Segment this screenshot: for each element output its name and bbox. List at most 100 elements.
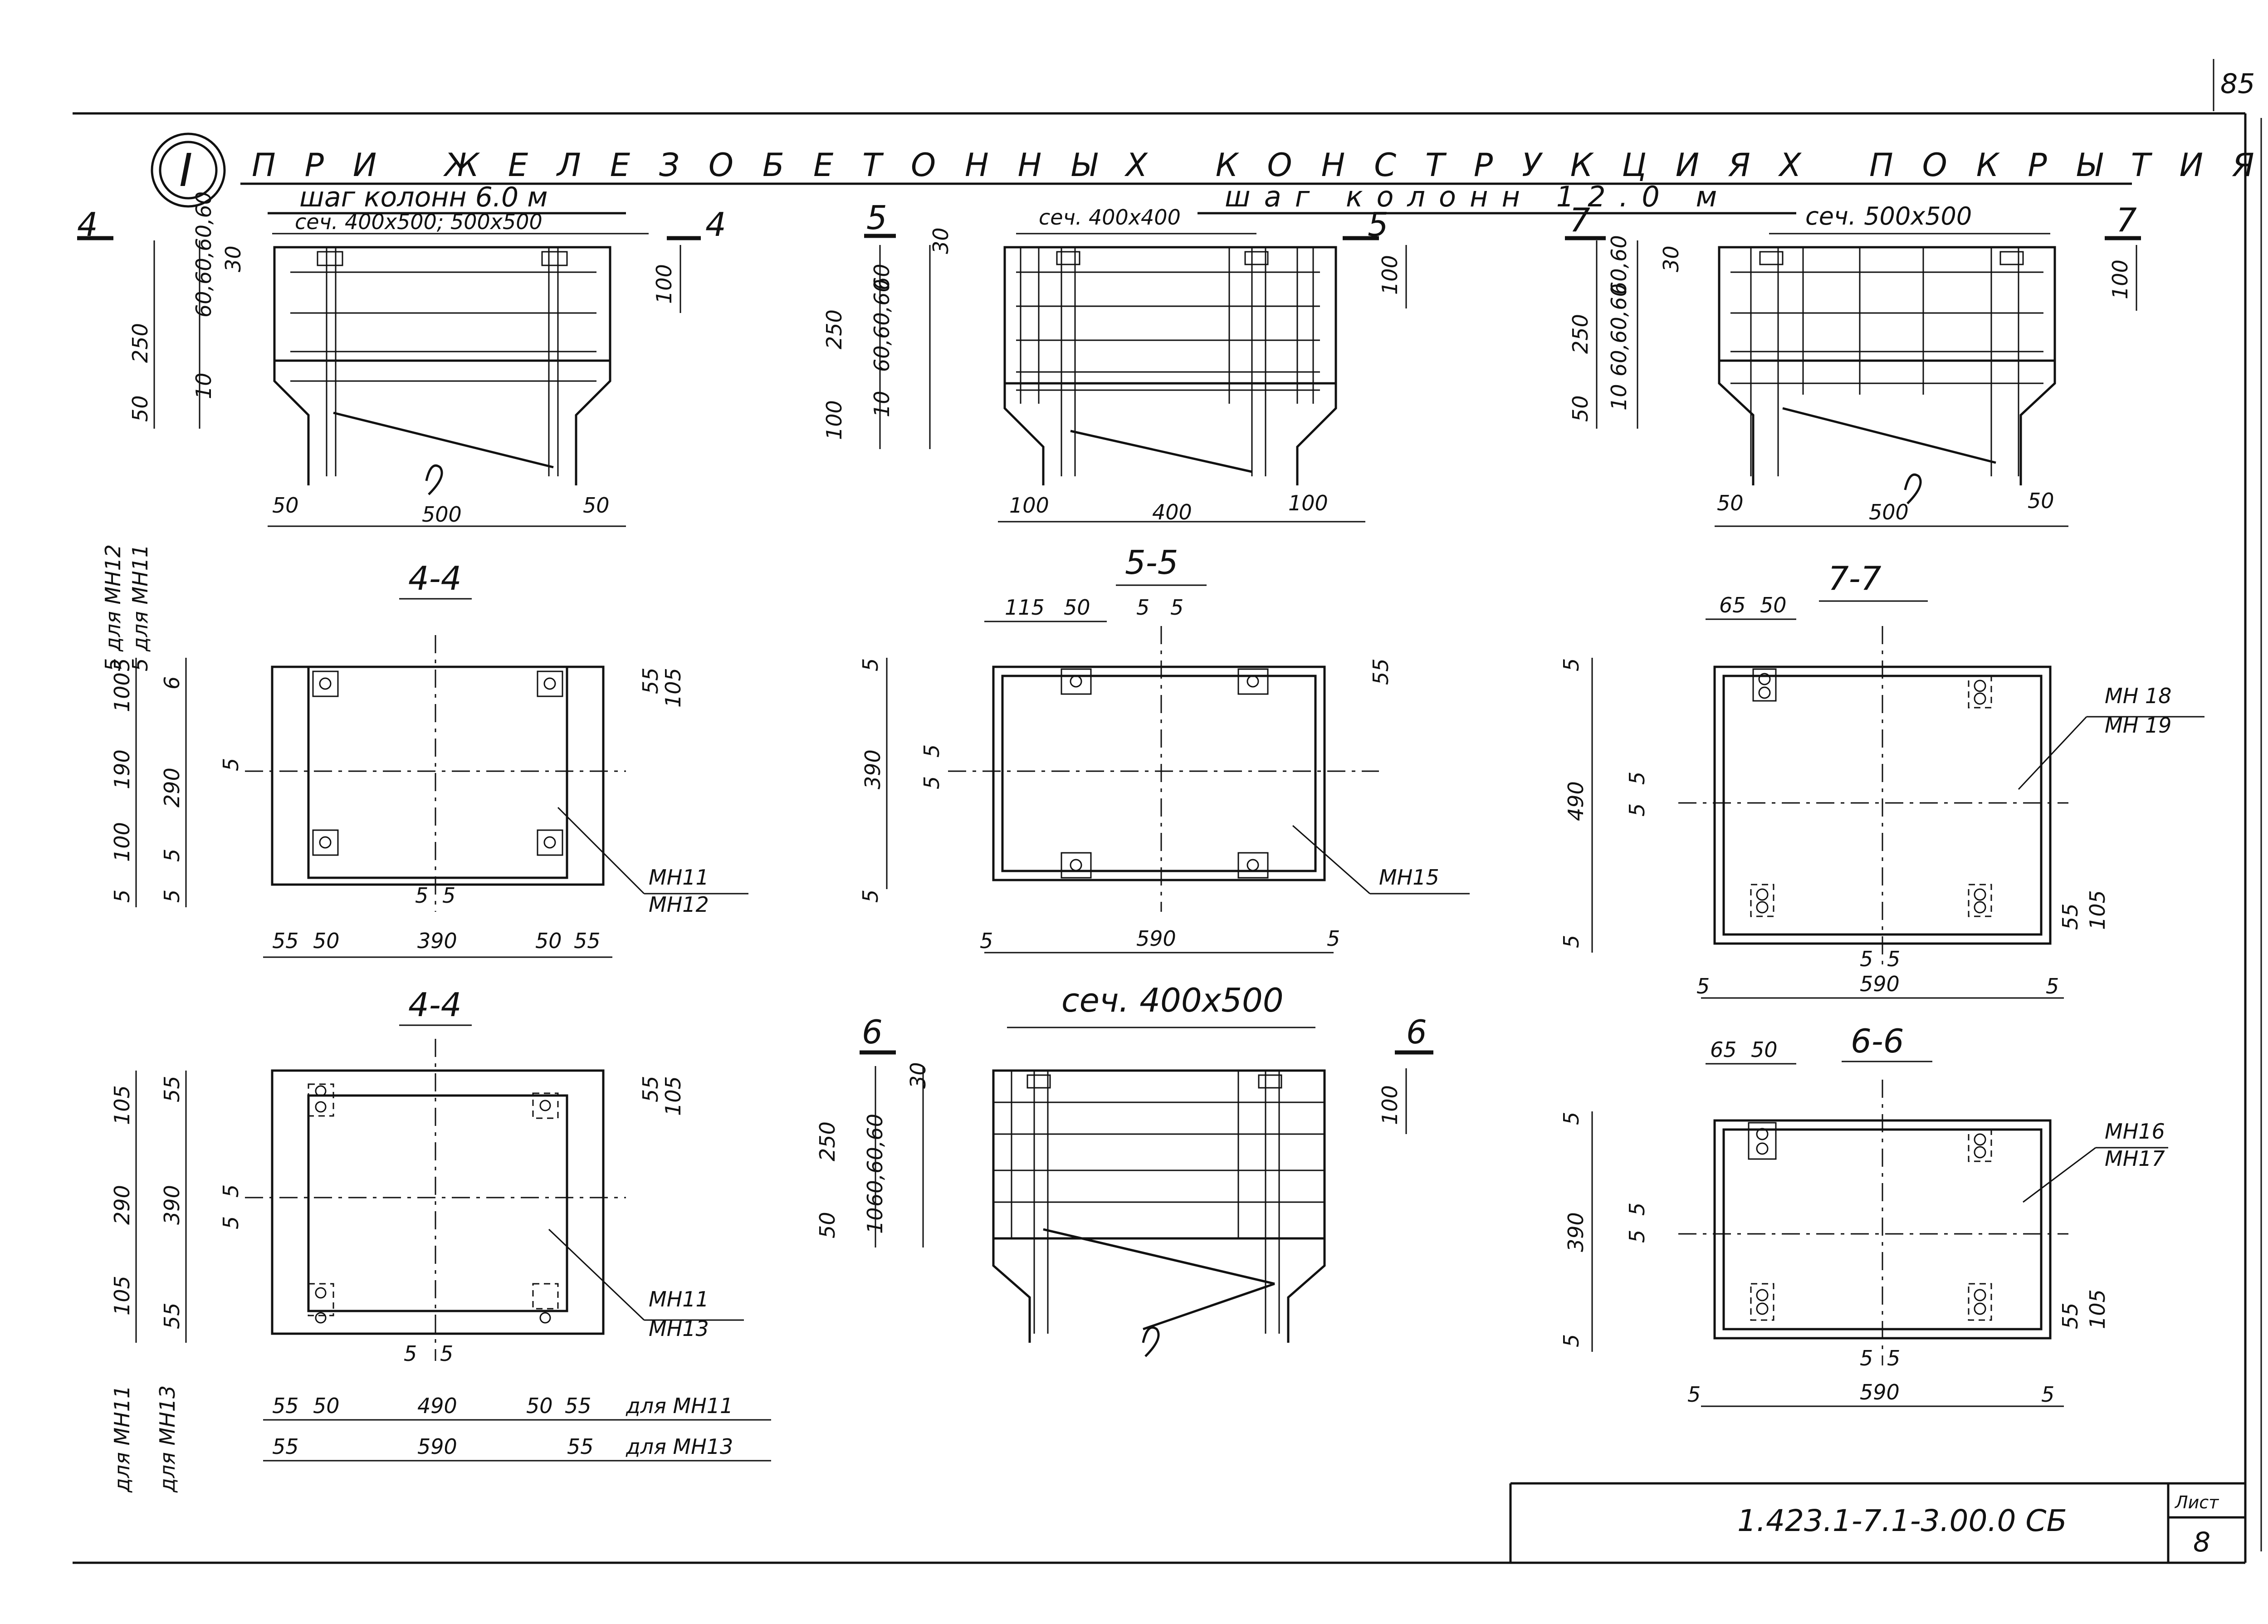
elev-5-dim-250: 250 xyxy=(822,309,846,349)
plan-4-4a-d5x: 5 xyxy=(160,849,184,862)
plan-4-4a-d6: 6 xyxy=(160,676,184,690)
plan-4-4b-c5b: 5 xyxy=(440,1341,453,1366)
plan-4-4b-w50a: 50 xyxy=(313,1394,340,1418)
elev-4-dim-50: 50 xyxy=(128,395,152,422)
elev-5-dim-60-bot: 60,60,60 xyxy=(870,279,894,372)
elev-4-dim-60-top: 60,60,60,60 xyxy=(191,191,216,318)
plan-6-6-w5r: 5 xyxy=(2041,1382,2054,1407)
elev-4-mark-r: 4 xyxy=(705,205,726,244)
elev-7-dim-100: 100 xyxy=(2108,259,2132,299)
plan-5-5-mark: МН15 xyxy=(1379,865,1439,890)
plan-7-7-d5b: 5 xyxy=(1559,935,1584,948)
plan-7-7-title: 7-7 xyxy=(1828,559,1882,597)
plan-7-7-w5a: 5 xyxy=(1860,947,1873,971)
plan-4-4b-w55c: 55 xyxy=(272,1434,299,1459)
plan-4-4a-d100b: 100 xyxy=(110,822,134,862)
plan-4-4b-r55: 55 xyxy=(638,1076,663,1102)
elev-6-dim-10: 10 xyxy=(863,1207,887,1234)
plan-7-7-w5l: 5 xyxy=(1696,974,1710,998)
plan-4-4b-d55a: 55 xyxy=(160,1076,184,1102)
plan-7-7-d5m: 5 xyxy=(1625,772,1649,785)
plan-4-4a-left-label-2: 5 для МН11 xyxy=(128,544,152,671)
elev-6-section: сеч. 400x500 xyxy=(1061,981,1284,1019)
elevation-4 xyxy=(273,246,611,495)
plan-6-6-w65: 65 xyxy=(1710,1037,1737,1062)
plan-4-4b-left-label-1: для МН11 xyxy=(110,1385,134,1493)
elev-6-dim-50: 50 xyxy=(815,1212,840,1238)
page-number: 85 xyxy=(2220,68,2255,100)
title-block-sheet-no: 8 xyxy=(2193,1526,2210,1558)
elev-4-dim-250: 250 xyxy=(128,323,152,363)
elev-4-w50l: 50 xyxy=(272,493,299,518)
plan-4-4a-d5l: 5 xyxy=(219,758,243,771)
elev-5-w100r: 100 xyxy=(1288,491,1328,515)
plan-4-4b-d55b: 55 xyxy=(160,1302,184,1329)
plan-7-7-w50: 50 xyxy=(1760,593,1787,617)
elev-7-dim-250: 250 xyxy=(1568,314,1593,354)
plan-5-5-w590: 590 xyxy=(1136,926,1176,951)
plan-7-7-w5r: 5 xyxy=(2046,974,2059,998)
elev-7-mark-r: 7 xyxy=(2116,201,2137,239)
plan-4-4a-w50b: 50 xyxy=(535,929,562,953)
plan-4-4a-mark-2: МН12 xyxy=(649,892,709,917)
plan-4-4b-mark-1: МН11 xyxy=(649,1287,709,1311)
elev-5-dim-10: 10 xyxy=(870,391,894,417)
plan-7-7-d5t: 5 xyxy=(1559,658,1584,671)
plan-5-5-d390: 390 xyxy=(860,749,885,789)
plan-6-6-d5m2: 5 xyxy=(1625,1230,1649,1243)
plan-4-4a-mark-1: МН11 xyxy=(649,865,709,890)
elev-7-dim-60-top: 60,60 xyxy=(1607,235,1631,295)
elev-4-section: сеч. 400x500; 500x500 xyxy=(295,210,543,234)
plan-7-7-d55: 55 xyxy=(2058,903,2082,930)
elev-6-mark-l: 6 xyxy=(862,1013,883,1051)
plan-6-6-d5m: 5 xyxy=(1625,1203,1649,1216)
elev-5-dim-100v: 100 xyxy=(822,400,846,440)
plan-6-6-d5t: 5 xyxy=(1559,1112,1584,1125)
plan-4-4b-mark-2: МН13 xyxy=(649,1316,709,1341)
plan-7-7-mark-1: МН 18 xyxy=(2105,684,2171,708)
plan-4-4a-d105: 105 xyxy=(661,668,685,708)
plan-6-6-w590: 590 xyxy=(1860,1380,1900,1404)
plan-4-4b-w55a: 55 xyxy=(272,1394,299,1418)
plan-5-5-w5l: 5 xyxy=(980,929,993,953)
elev-7-w50l: 50 xyxy=(1717,491,1744,515)
plan-7-7-d490: 490 xyxy=(1564,781,1588,821)
plan-5-5-d5m: 5 xyxy=(919,744,944,758)
elev-4-dim-30: 30 xyxy=(221,245,245,272)
plan-4-4a-title: 4-4 xyxy=(408,559,462,597)
plan-4-4b xyxy=(245,1039,744,1361)
plan-4-4b-d290: 290 xyxy=(110,1185,134,1225)
plan-4-4b-w55b: 55 xyxy=(565,1394,591,1418)
elev-7-dim-50: 50 xyxy=(1568,395,1593,422)
plan-7-7-w65: 65 xyxy=(1719,593,1746,617)
elev-4-w500: 500 xyxy=(422,502,462,527)
elev-6-dim-60: 60,60,60 xyxy=(863,1114,887,1207)
plan-4-4b-d105a: 105 xyxy=(110,1085,134,1125)
plan-6-6-d5b: 5 xyxy=(1559,1334,1584,1347)
plan-4-4b-row-label-1: для МН11 xyxy=(626,1394,733,1418)
plan-5-5 xyxy=(948,626,1470,912)
plan-4-4a-d5b: 5 xyxy=(110,890,134,903)
elevation-7 xyxy=(1718,246,2056,504)
plan-5-5-w115: 115 xyxy=(1005,595,1045,620)
plan-4-4a-d100a: 100 xyxy=(110,672,134,712)
plan-4-4a-d5z: 5 xyxy=(442,883,455,908)
plan-7-7-w5b: 5 xyxy=(1887,947,1900,971)
plan-6-6-title: 6-6 xyxy=(1851,1022,1904,1060)
elev-4-dim-100: 100 xyxy=(652,264,676,304)
plan-7-7-mark-2: МН 19 xyxy=(2105,713,2171,738)
elev-7-w500: 500 xyxy=(1869,500,1909,524)
plan-5-5-w5b: 5 xyxy=(1170,595,1183,620)
elev-5-w400: 400 xyxy=(1152,500,1192,524)
elev-7-dim-60-bot: 60,60,60 xyxy=(1607,284,1631,377)
section-mark: I xyxy=(179,144,193,197)
plan-4-4b-d105b: 105 xyxy=(110,1276,134,1316)
plan-4-4a-w50a: 50 xyxy=(313,929,340,953)
title-block-code: 1.423.1-7.1-3.00.0 СБ xyxy=(1737,1503,2067,1538)
plan-4-4b-row-label-2: для МН13 xyxy=(626,1434,733,1459)
step-12-label: шаг колонн 12.0 м xyxy=(1225,180,1730,213)
elev-6-mark-r: 6 xyxy=(1406,1013,1427,1051)
elev-7-section: сеч. 500x500 xyxy=(1805,202,1972,230)
plan-7-7-w590: 590 xyxy=(1860,972,1900,996)
elevation-6 xyxy=(992,1069,1326,1357)
